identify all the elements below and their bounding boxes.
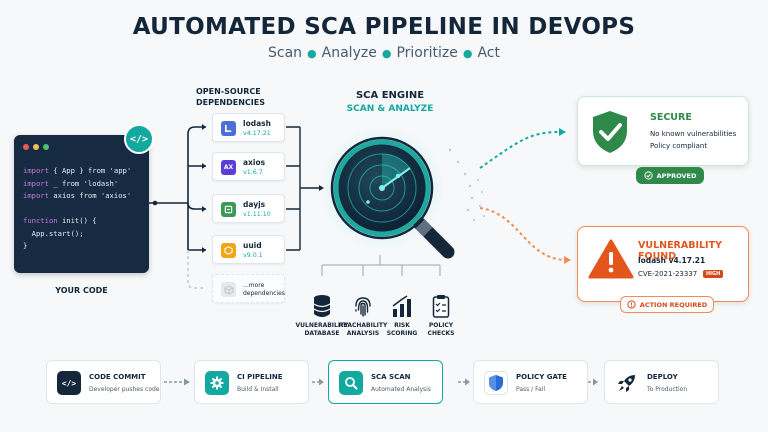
dayjs-icon [221,202,236,217]
bullet-icon: ● [307,47,317,60]
dependency-name: dayjs [243,200,266,209]
page-title: AUTOMATED SCA PIPELINE IN DEVOPS [132,14,636,40]
magnifier-radar-icon [320,126,485,259]
fingerprint-icon [355,297,371,317]
dependency-card-lodash: lodash v4.17.21 [212,113,285,142]
secure-line: No known vulnerabilities [650,130,737,138]
bar-chart-icon [392,295,411,317]
secure-title: SECURE [650,112,692,123]
dependency-version: v4.17.21 [243,130,271,137]
code-line: import axios from 'axios' [23,191,132,200]
code-line: App.start(); [23,228,84,238]
bullet-icon: ● [381,47,392,60]
subtitle-step: Act [477,45,500,61]
code-lines: import { App } from 'app' import _ from … [23,165,131,253]
vulnerability-title: VULNERABILITY FOUND [638,240,722,262]
search-icon [339,371,363,395]
pipeline-step-description: Pass / Fail [516,386,546,393]
engine-subtitle: SCAN & ANALYZE [346,104,434,114]
dependencies-title: OPEN-SOURCE DEPENDENCIES [196,87,266,107]
pipeline-step-deploy: DEPLOY To Production [604,360,719,404]
dependency-version: v1.11.10 [243,211,271,218]
secure-result-card: SECURE No known vulnerabilities Policy c… [577,96,749,166]
bullet-icon: ● [462,47,473,60]
code-line: import { App } from 'app' [23,166,132,175]
shield-check-icon [593,111,627,153]
dependency-version: v1.6.7 [243,169,263,176]
more-dependencies-label: ...more dependencies [243,282,285,297]
shield-icon [484,371,508,395]
dependency-card-dayjs: dayjs v1.11.10 [212,194,285,223]
code-window: import { App } from 'app' import _ from … [14,135,149,273]
pipeline-step-code-commit: </> CODE COMMIT Developer pushes code [46,360,161,404]
dependency-name: lodash [243,119,271,128]
pipeline-step-label: POLICY GATE [516,373,567,381]
pipeline-step-description: Automated Analysis [371,386,431,393]
code-icon: </> [57,371,81,395]
pipeline-step-description: Build & Install [237,386,279,393]
uuid-icon [221,243,236,258]
maximize-dot-icon [43,144,49,150]
engine-title: SCA ENGINE [355,90,425,101]
code-icon: </> [124,124,154,154]
clipboard-icon [432,295,450,318]
minimize-dot-icon [33,144,39,150]
code-line: } [23,241,28,250]
approved-badge: APPROVED [636,167,704,184]
pipeline-step-label: DEPLOY [647,373,678,381]
pipeline-step-sca-scan: SCA SCAN Automated Analysis [328,360,443,404]
vulnerability-result-card: VULNERABILITY FOUND lodash v4.17.21 CVE-… [577,226,749,302]
alert-circle-icon [627,300,636,309]
cve-id: CVE-2021-23337 [638,270,698,278]
action-required-badge: ACTION REQUIRED [620,296,714,313]
dependency-version: v9.0.1 [243,252,263,259]
database-icon [313,295,331,317]
pipeline-step-label: SCA SCAN [371,373,411,381]
severity-badge: HIGH [703,270,724,278]
dependency-card-more: ...more dependencies [212,274,285,303]
subtitle-step: Prioritize [396,45,458,61]
page-subtitle: Scan ● Analyze ● Prioritize ● Act [0,45,768,61]
package-icon [221,282,236,297]
lodash-icon [221,121,236,136]
dependency-card-axios: AX axios v1.6.7 [212,152,285,181]
pipeline-step-ci-pipeline: CI PIPELINE Build & Install [194,360,309,404]
dependency-card-uuid: uuid v9.0.1 [212,235,285,264]
close-dot-icon [23,144,29,150]
pipeline-step-description: Developer pushes code [89,386,160,393]
dependency-name: uuid [243,241,262,250]
code-line [23,203,131,216]
subtitle-step: Analyze [321,45,377,61]
window-controls [23,144,49,150]
vulnerable-package: lodash v4.17.21 [638,256,706,265]
dependency-name: axios [243,158,266,167]
pipeline-step-description: To Production [647,386,688,393]
warning-icon [588,239,634,279]
gear-icon [205,371,229,395]
subtitle-step: Scan [268,45,303,61]
pipeline-step-label: CI PIPELINE [237,373,283,381]
pipeline-step-label: CODE COMMIT [89,373,146,381]
rocket-icon [615,371,639,395]
code-line: function init() { [23,216,97,225]
your-code-label: YOUR CODE [55,286,108,295]
secure-line: Policy compliant [650,142,708,150]
axios-icon: AX [221,160,236,175]
code-line: import _ from 'lodash' [23,178,119,188]
pipeline-step-policy-gate: POLICY GATE Pass / Fail [473,360,588,404]
check-circle-icon [644,171,653,180]
